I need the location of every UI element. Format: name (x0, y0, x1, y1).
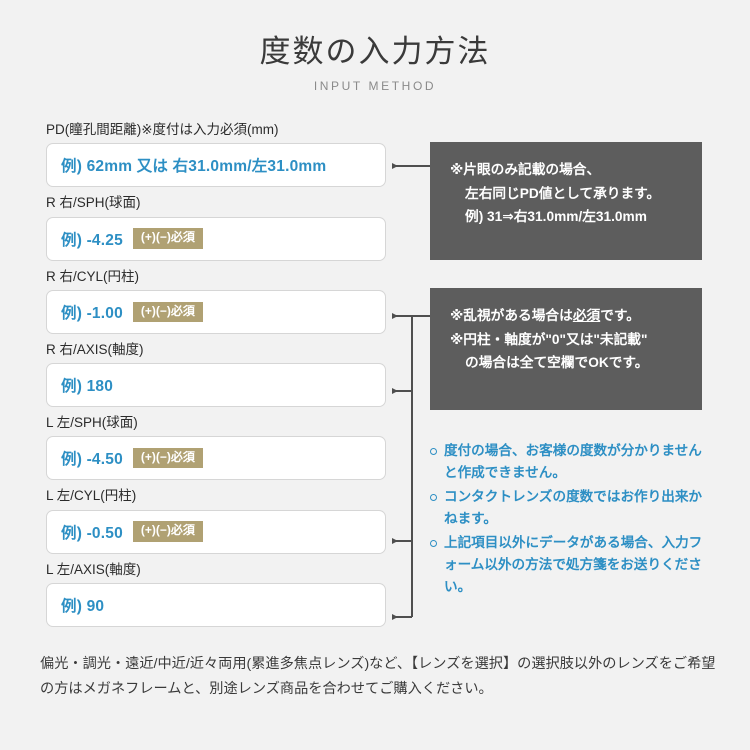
field-group-r-sph: R 右/SPH(球面) 例) -4.25 (+)(−)必須 (46, 193, 386, 261)
note-box-pd: ※片眼のみ記載の場合、 左右同じPD値として承ります。 例) 31⇒右31.0m… (430, 142, 702, 260)
field-label-l-axis: L 左/AXIS(軸度) (46, 561, 141, 577)
note-cyl-line-1: ※乱視がある場合は必須です。 (450, 304, 682, 328)
bullet-text: 度付の場合、お客様の度数が分かりませんと作成できません。 (444, 443, 702, 481)
pd-input[interactable]: 例) 62mm 又は 右31.0mm/左31.0mm (46, 143, 386, 188)
field-label-pd: PD(瞳孔間距離)※度付は入力必須(mm) (46, 122, 279, 137)
note-pd-line-2: 左右同じPD値として承ります。 (465, 185, 661, 201)
field-group-r-axis: R 右/AXIS(軸度) 例) 180 (46, 340, 386, 407)
r-cyl-required-badge: (+)(−)必須 (132, 301, 203, 322)
l-sph-input[interactable]: 例) -4.50 (+)(−)必須 (46, 436, 386, 481)
l-sph-input-value: 例) -4.50 (61, 451, 123, 469)
circle-bullet-icon (430, 494, 437, 502)
note-box-cyl: ※乱視がある場合は必須です。 ※円柱・軸度が"0"又は"未記載" の場合は全て空… (430, 288, 702, 410)
field-group-pd: PD(瞳孔間距離)※度付は入力必須(mm) 例) 62mm 又は 右31.0mm… (46, 120, 386, 188)
circle-bullet-icon (430, 448, 437, 455)
notice-bullet-list: 度付の場合、お客様の度数が分かりませんと作成できません。 コンタクトレンズの度数… (430, 440, 715, 600)
note-cyl-line-1-post: です。 (600, 308, 640, 323)
bullet-text: コンタクトレンズの度数ではお作り出来かねます。 (444, 489, 703, 527)
page-header: 度数の入力方法 INPUT METHOD (0, 34, 750, 93)
circle-bullet-icon (430, 540, 437, 548)
field-group-l-cyl: L 左/CYL(円柱) 例) -0.50 (+)(−)必須 (46, 486, 386, 554)
field-label-r-axis: R 右/AXIS(軸度) (46, 341, 144, 357)
r-sph-required-badge: (+)(−)必須 (132, 228, 203, 249)
field-label-l-sph: L 左/SPH(球面) (46, 415, 138, 430)
r-cyl-input[interactable]: 例) -1.00 (+)(−)必須 (46, 289, 386, 334)
note-cyl-line-1-underline: 必須 (572, 308, 601, 323)
page-title: 度数の入力方法 (259, 34, 491, 69)
field-group-r-cyl: R 右/CYL(円柱) 例) -1.00 (+)(−)必須 (46, 267, 386, 334)
field-group-l-sph: L 左/SPH(球面) 例) -4.50 (+)(−)必須 (46, 413, 386, 481)
l-cyl-input[interactable]: 例) -0.50 (+)(−)必須 (46, 509, 386, 554)
r-axis-input-value: 例) 180 (61, 378, 114, 395)
footer-note: 偏光・調光・遠近/中近/近々両用(累進多焦点レンズ)など、【レンズを選択】の選択… (40, 656, 716, 698)
page-subtitle: INPUT METHOD (313, 78, 437, 93)
prescription-form: PD(瞳孔間距離)※度付は入力必須(mm) 例) 62mm 又は 右31.0mm… (46, 120, 386, 633)
l-cyl-required-badge: (+)(−)必須 (132, 521, 203, 542)
note-cyl-line-1-pre: ※乱視がある場合は (450, 308, 573, 323)
field-label-r-sph: R 右/SPH(球面) (46, 195, 141, 211)
note-cyl-line-3: の場合は全て空欄でOKです。 (465, 355, 649, 371)
list-item: 上記項目以外にデータがある場合、入力フォーム以外の方法で処方箋をお送りください。 (430, 532, 715, 598)
note-pd-line-3: 例) 31⇒右31.0mm/左31.0mm (465, 209, 647, 225)
bullet-text: 上記項目以外にデータがある場合、入力フォーム以外の方法で処方箋をお送りください。 (444, 535, 703, 595)
l-axis-input-value: 例) 90 (61, 597, 105, 615)
r-axis-input[interactable]: 例) 180 (46, 363, 386, 407)
r-sph-input[interactable]: 例) -4.25 (+)(−)必須 (46, 216, 386, 261)
l-sph-required-badge: (+)(−)必須 (132, 448, 203, 469)
field-label-r-cyl: R 右/CYL(円柱) (46, 268, 140, 284)
note-pd-line-1: ※片眼のみ記載の場合、 (450, 162, 601, 177)
r-sph-input-value: 例) -4.25 (61, 231, 123, 249)
l-axis-input[interactable]: 例) 90 (46, 582, 386, 627)
list-item: 度付の場合、お客様の度数が分かりませんと作成できません。 (430, 440, 715, 484)
list-item: コンタクトレンズの度数ではお作り出来かねます。 (430, 486, 715, 530)
field-group-l-axis: L 左/AXIS(軸度) 例) 90 (46, 560, 386, 627)
pd-input-value: 例) 62mm 又は 右31.0mm/左31.0mm (61, 158, 327, 176)
field-label-l-cyl: L 左/CYL(円柱) (46, 488, 137, 504)
l-cyl-input-value: 例) -0.50 (61, 524, 123, 542)
r-cyl-input-value: 例) -1.00 (61, 304, 123, 322)
note-cyl-line-2: ※円柱・軸度が"0"又は"未記載" (450, 331, 648, 347)
